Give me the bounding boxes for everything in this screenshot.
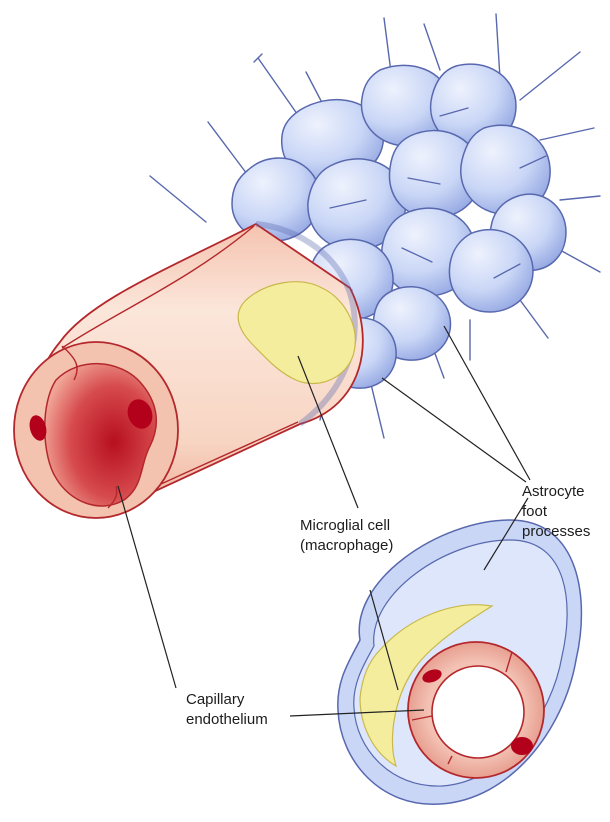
capillary-lumen-section: [432, 666, 524, 758]
astrocyte-process: [540, 128, 594, 140]
astrocyte-process: [560, 196, 600, 200]
label-line: Microglial cell: [300, 516, 393, 536]
astrocyte-process: [370, 380, 384, 438]
label-microglial-cell: Microglial cell (macrophage): [300, 516, 393, 556]
label-line: endothelium: [186, 710, 268, 730]
astrocyte-process: [254, 54, 300, 118]
label-line: Capillary: [186, 690, 268, 710]
label-line: Astrocyte: [522, 482, 590, 502]
label-astrocyte-foot-processes: Astrocyte foot processes: [522, 482, 590, 542]
astrocyte-process: [520, 300, 548, 338]
astrocyte-process: [560, 250, 600, 272]
leader-line-astrocyte: [382, 378, 526, 482]
label-line: (macrophage): [300, 536, 393, 556]
leader-line-astrocyte: [444, 326, 530, 480]
leader-line-capillary: [118, 486, 176, 688]
cross-section: [338, 520, 582, 804]
capillary-tube: [14, 224, 363, 518]
astrocyte-process: [150, 176, 206, 222]
astrocyte-cell: [449, 230, 533, 312]
endothelial-nucleus: [511, 737, 533, 755]
label-capillary-endothelium: Capillary endothelium: [186, 690, 268, 730]
label-line: foot: [522, 502, 590, 522]
astrocyte-process: [496, 14, 500, 78]
astrocyte-process: [208, 122, 250, 178]
astrocyte-process: [520, 52, 580, 100]
astrocyte-process: [424, 24, 440, 70]
label-line: processes: [522, 522, 590, 542]
